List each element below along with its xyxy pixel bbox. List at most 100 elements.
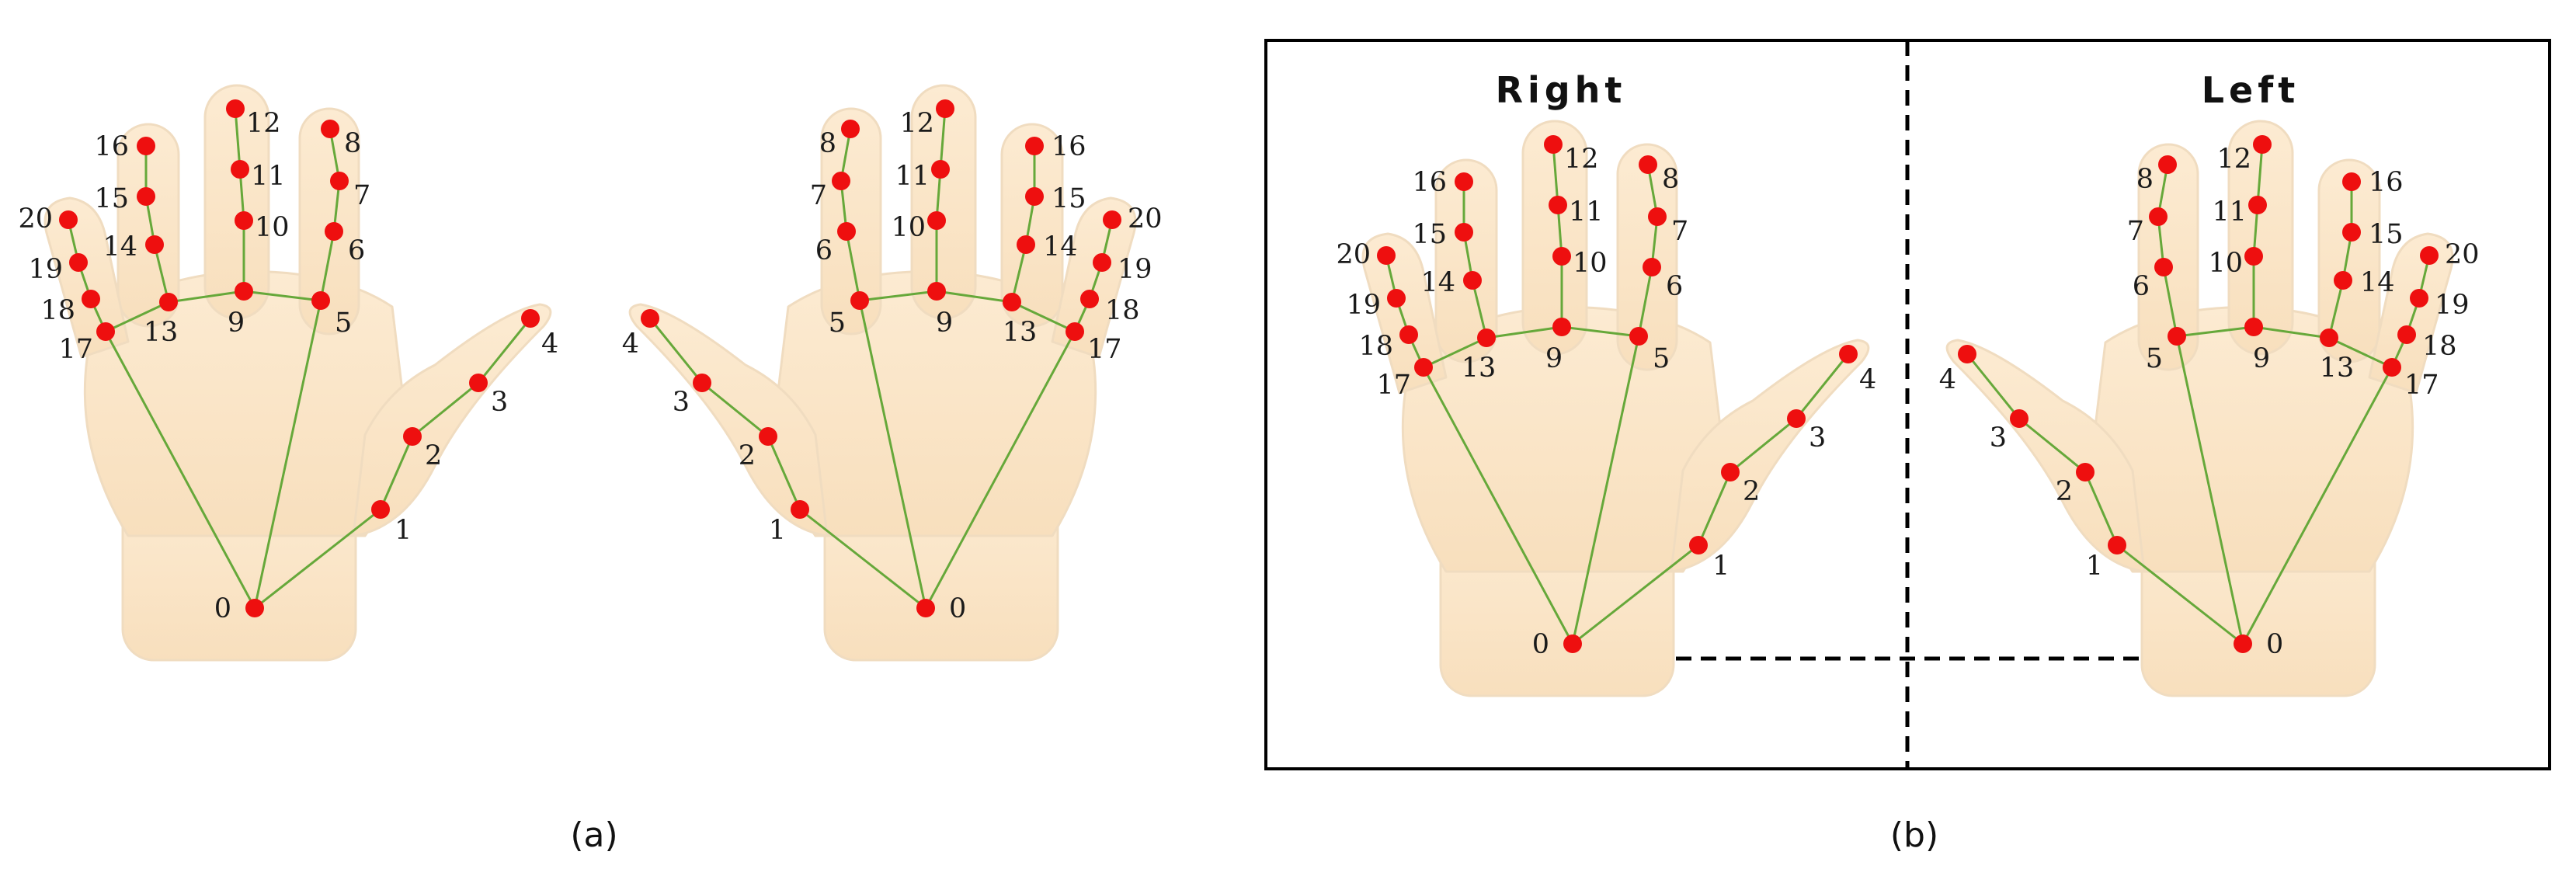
keypoint-label-2: 2 xyxy=(1743,476,1760,507)
panel-b-title-right: Right xyxy=(1496,69,1627,111)
keypoint-label-17: 17 xyxy=(2404,370,2439,401)
keypoint-12 xyxy=(2253,135,2272,154)
keypoint-label-0: 0 xyxy=(214,593,231,624)
skeleton-bone xyxy=(924,330,1076,610)
keypoint-label-3: 3 xyxy=(1809,422,1826,454)
keypoint-15 xyxy=(2342,223,2361,242)
keypoint-label-9: 9 xyxy=(2253,343,2270,374)
keypoint-label-16: 16 xyxy=(1052,131,1086,162)
skeleton-bone xyxy=(2018,417,2087,474)
hand-b-left-skin-part xyxy=(2227,120,2294,356)
keypoint-4 xyxy=(521,309,540,328)
keypoint-19 xyxy=(1093,253,1111,272)
hand-a-left-skin-part xyxy=(628,303,829,537)
keypoint-label-20: 20 xyxy=(1128,203,1163,235)
keypoint-17 xyxy=(96,322,115,341)
hand-a-right-skin-part xyxy=(298,107,360,335)
keypoint-2 xyxy=(759,427,777,446)
keypoint-label-14: 14 xyxy=(103,231,137,262)
skeleton-bone xyxy=(1471,279,1488,339)
keypoint-15 xyxy=(137,187,155,206)
skeleton-bone xyxy=(767,435,801,511)
keypoint-label-19: 19 xyxy=(1118,254,1152,285)
hand-a-left-skin-part xyxy=(1051,196,1137,359)
keypoint-3 xyxy=(693,374,711,392)
keypoint-label-11: 11 xyxy=(895,161,930,192)
keypoint-19 xyxy=(2410,289,2428,308)
keypoint-15 xyxy=(1025,187,1044,206)
keypoint-0 xyxy=(1563,634,1582,653)
skeleton-bone xyxy=(798,508,927,610)
skeleton-bone xyxy=(858,299,927,610)
skeleton-bone xyxy=(1571,544,1700,645)
keypoint-11 xyxy=(231,160,249,179)
skeleton-bone xyxy=(2115,544,2244,645)
skeleton-bone xyxy=(411,381,480,438)
skeleton-bone xyxy=(845,230,861,302)
keypoint-20 xyxy=(59,210,78,229)
keypoint-9 xyxy=(927,282,946,301)
hand-b-right-skin-part xyxy=(1670,339,1870,573)
keypoint-7 xyxy=(832,172,850,190)
keypoint-label-4: 4 xyxy=(1939,364,1956,395)
keypoint-label-14: 14 xyxy=(1043,231,1078,262)
keypoint-label-18: 18 xyxy=(2422,331,2457,362)
keypoint-13 xyxy=(1477,328,1496,347)
skeleton-bone xyxy=(153,243,170,304)
keypoint-12 xyxy=(936,99,954,118)
caption-a: (a) xyxy=(570,815,617,855)
keypoint-9 xyxy=(235,282,253,301)
keypoint-label-6: 6 xyxy=(348,235,365,266)
skeleton-bone xyxy=(319,230,335,302)
keypoint-label-19: 19 xyxy=(2435,290,2470,321)
keypoint-label-4: 4 xyxy=(541,328,558,360)
skeleton-bone xyxy=(1966,353,2021,420)
keypoint-2 xyxy=(1721,463,1740,481)
skeleton-bone xyxy=(104,330,256,610)
hand-b-right-skin-part xyxy=(1616,143,1678,371)
keypoint-label-3: 3 xyxy=(673,387,690,418)
hand-b-right-skin-part xyxy=(1361,232,1448,395)
keypoint-label-0: 0 xyxy=(1532,629,1549,660)
keypoint-label-10: 10 xyxy=(255,212,290,243)
skeleton-bone xyxy=(167,290,245,304)
hand-a-left-skin-part xyxy=(910,84,977,320)
keypoint-2 xyxy=(2076,463,2095,481)
hand-a-right-skin-part xyxy=(116,123,180,328)
keypoint-2 xyxy=(403,427,422,446)
hand-a-left-silhouette xyxy=(628,84,1137,662)
keypoint-label-2: 2 xyxy=(2056,476,2073,507)
keypoint-label-17: 17 xyxy=(1376,370,1411,401)
keypoint-11 xyxy=(1549,196,1567,214)
keypoint-18 xyxy=(1080,290,1099,308)
skeleton-bone xyxy=(1422,366,1574,645)
hand-a-left-skin-part xyxy=(1000,123,1064,328)
keypoint-label-7: 7 xyxy=(2127,216,2144,247)
hand-b-left-skin-part xyxy=(2368,232,2454,395)
keypoint-label-16: 16 xyxy=(2369,167,2404,198)
keypoint-label-15: 15 xyxy=(2369,219,2404,250)
keypoint-label-13: 13 xyxy=(2320,353,2355,384)
keypoint-14 xyxy=(2334,271,2352,290)
keypoint-7 xyxy=(2149,207,2168,226)
keypoint-10 xyxy=(235,211,253,230)
keypoint-label-20: 20 xyxy=(1336,239,1371,270)
keypoint-label-12: 12 xyxy=(246,108,281,139)
keypoint-12 xyxy=(226,99,245,118)
keypoint-8 xyxy=(1639,155,1657,174)
keypoint-1 xyxy=(1689,536,1708,554)
keypoint-6 xyxy=(837,222,856,241)
skeleton-bone xyxy=(939,107,947,171)
skeleton-bone xyxy=(242,290,322,302)
keypoint-6 xyxy=(2154,258,2173,276)
keypoint-label-19: 19 xyxy=(28,254,63,285)
keypoint-label-0: 0 xyxy=(949,593,966,624)
keypoint-5 xyxy=(311,291,330,310)
skeleton-bone xyxy=(1697,471,1732,547)
hand-b-left-skin-part xyxy=(1945,339,2146,573)
caption-b: (b) xyxy=(1890,815,1938,855)
